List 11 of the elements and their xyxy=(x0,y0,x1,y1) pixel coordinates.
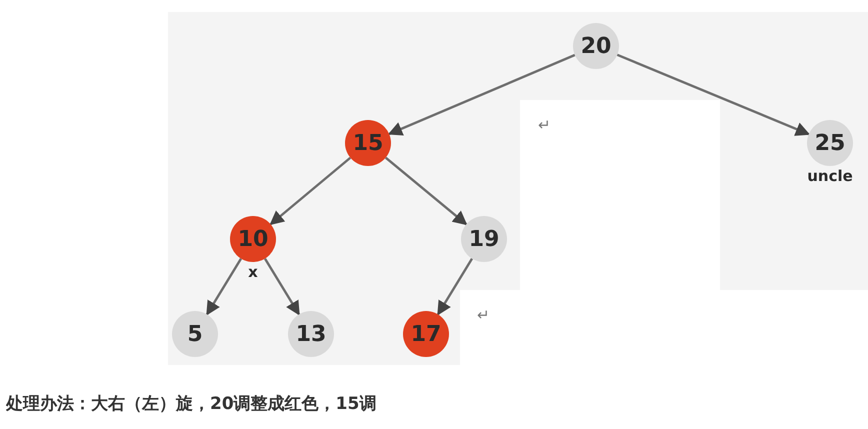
arrow xyxy=(388,54,576,136)
arrow xyxy=(384,156,468,226)
return-symbol: ↵ xyxy=(477,306,490,324)
arrow xyxy=(616,54,810,136)
arrow xyxy=(436,258,474,316)
node-annotation: x xyxy=(248,263,258,281)
arrow xyxy=(270,156,352,226)
return-symbol: ↵ xyxy=(538,116,551,134)
node-annotation: uncle xyxy=(807,167,853,185)
arrow xyxy=(264,258,300,316)
arrow xyxy=(206,258,242,316)
